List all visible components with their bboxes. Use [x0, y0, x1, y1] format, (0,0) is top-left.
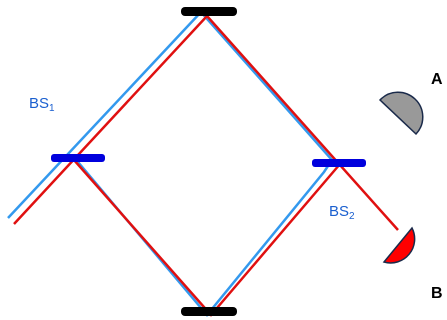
detector-a-label: A	[431, 71, 443, 88]
top-mirror	[181, 7, 237, 16]
detector-b	[382, 226, 416, 264]
beam-splitter-1	[51, 154, 105, 162]
beam-splitter-2	[312, 159, 366, 167]
detector-a	[378, 91, 424, 136]
bottom-mirror	[181, 307, 237, 316]
bs1-label: BS1	[29, 95, 55, 114]
red-beam	[13, 14, 399, 231]
detector-b-label: B	[431, 285, 443, 302]
bs2-label: BS2	[329, 203, 355, 222]
red-beam-lower	[73, 159, 341, 317]
